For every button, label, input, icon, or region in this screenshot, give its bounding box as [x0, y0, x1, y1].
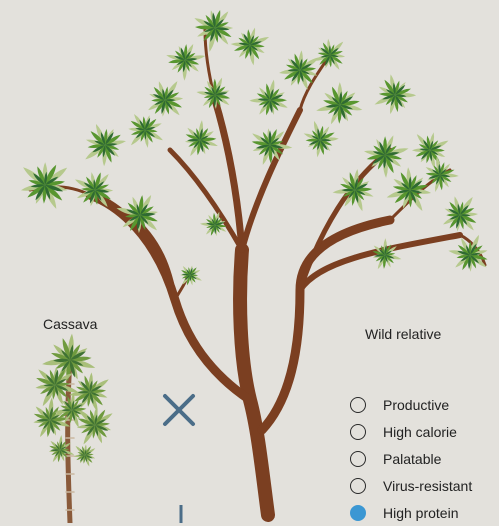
trait-legend: ProductiveHigh caloriePalatableVirus-res…: [350, 391, 472, 526]
filled-circle-icon: [350, 505, 366, 521]
legend-label: Productive: [383, 397, 449, 413]
legend-item: Palatable: [350, 445, 472, 472]
empty-circle-icon: [350, 424, 366, 440]
empty-circle-icon: [350, 397, 366, 413]
wild-relative-label: Wild relative: [365, 326, 441, 342]
legend-item: High calorie: [350, 418, 472, 445]
cross-icon: [165, 396, 193, 424]
legend-label: High calorie: [383, 424, 457, 440]
leaf-cluster: [316, 82, 362, 124]
leaf-cluster: [249, 80, 287, 116]
main-trunk: [240, 250, 268, 515]
leaf-cluster: [412, 132, 448, 168]
leaf-cluster: [373, 238, 402, 269]
leaf-cluster: [426, 156, 459, 191]
leaf-cluster: [49, 435, 74, 462]
leaf-cluster: [148, 81, 183, 116]
empty-circle-icon: [350, 478, 366, 494]
leaf-cluster: [375, 74, 417, 114]
legend-label: Virus-resistant: [383, 478, 472, 494]
leaf-cluster: [180, 265, 202, 285]
leaf-cluster: [443, 196, 478, 231]
leaf-cluster: [185, 120, 218, 156]
legend-item: Virus-resistant: [350, 472, 472, 499]
leaf-cluster: [364, 135, 409, 177]
leaf-cluster: [166, 44, 205, 81]
leaf-cluster: [85, 124, 126, 166]
leaf-cluster: [304, 121, 339, 158]
leaf-cluster: [313, 39, 345, 70]
leaf-cluster: [128, 114, 163, 148]
leaf-cluster: [74, 444, 96, 466]
empty-circle-icon: [350, 451, 366, 467]
legend-label: High protein: [383, 505, 459, 521]
legend-item: High protein: [350, 499, 472, 526]
leaf-cluster: [231, 28, 269, 66]
cassava-plant: [33, 334, 112, 523]
legend-item: Productive: [350, 391, 472, 418]
cassava-label: Cassava: [43, 316, 97, 332]
top-right-limb: [242, 110, 300, 250]
legend-label: Palatable: [383, 451, 441, 467]
leaf-cluster: [194, 10, 233, 52]
